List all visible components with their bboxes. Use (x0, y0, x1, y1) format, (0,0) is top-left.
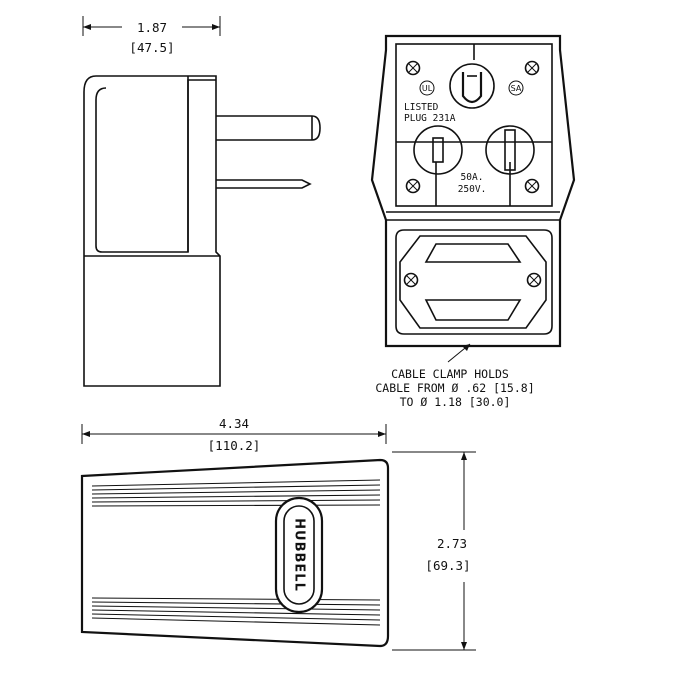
clamp-screw-left-icon (403, 272, 419, 288)
clamp-screw-right-icon (526, 272, 542, 288)
side-faceplate (95, 79, 216, 253)
face-outer-outline (370, 34, 576, 348)
brand-logo: HUBBELL (274, 496, 324, 614)
cable-clamp-line1: CABLE CLAMP HOLDS (391, 367, 509, 381)
length-mm-label: [110.2] (208, 438, 261, 453)
side-blade-lower (216, 179, 312, 189)
grip-ribs-lower (91, 597, 381, 626)
line-pin-socket-right (485, 125, 535, 175)
height-dimension: 2.73 [69.3] (392, 451, 476, 651)
cable-clamp-outline (395, 229, 553, 335)
screw-top-left-icon (405, 60, 421, 76)
side-view: 1.87 [47.5] (82, 16, 321, 387)
ul-mark-icon: UL (419, 80, 435, 96)
screw-top-right-icon (524, 60, 540, 76)
screw-bottom-left-icon (405, 178, 421, 194)
width-dimension: 1.87 [47.5] (82, 16, 221, 55)
cable-clamp-line2: CABLE FROM Ø .62 [15.8] (375, 381, 534, 395)
top-view: 4.34 [110.2] 2.73 [69.3] (80, 416, 476, 651)
length-dimension: 4.34 [110.2] (81, 416, 387, 453)
cable-clamp-line3: TO Ø 1.18 [30.0] (400, 395, 511, 409)
face-view: UL SA LISTED PLUG 231A 50A. 250V. CA (370, 34, 576, 409)
side-blade-upper (216, 115, 321, 141)
width-in-label: 1.87 (137, 20, 167, 35)
side-body-outline (83, 75, 221, 387)
svg-text:UL: UL (422, 84, 433, 93)
height-in-label: 2.73 (437, 536, 467, 551)
height-mm-label: [69.3] (425, 558, 470, 573)
listing-line1: LISTED (404, 102, 439, 113)
length-in-label: 4.34 (219, 416, 249, 431)
grip-ribs-upper (91, 479, 381, 507)
ground-pin-socket (449, 63, 495, 109)
width-mm-label: [47.5] (129, 40, 174, 55)
brand-name: HUBBELL (292, 518, 307, 592)
line-pin-socket-left (413, 125, 463, 175)
ground-pin (461, 72, 483, 104)
rating-line2: 250V. (458, 184, 487, 195)
csa-mark-icon: SA (508, 80, 524, 96)
top-body-outline (80, 458, 390, 648)
rating-line1: 50A. (461, 172, 484, 183)
listing-line2: PLUG 231A (404, 113, 456, 124)
svg-text:SA: SA (511, 84, 522, 93)
screw-bottom-right-icon (524, 178, 540, 194)
